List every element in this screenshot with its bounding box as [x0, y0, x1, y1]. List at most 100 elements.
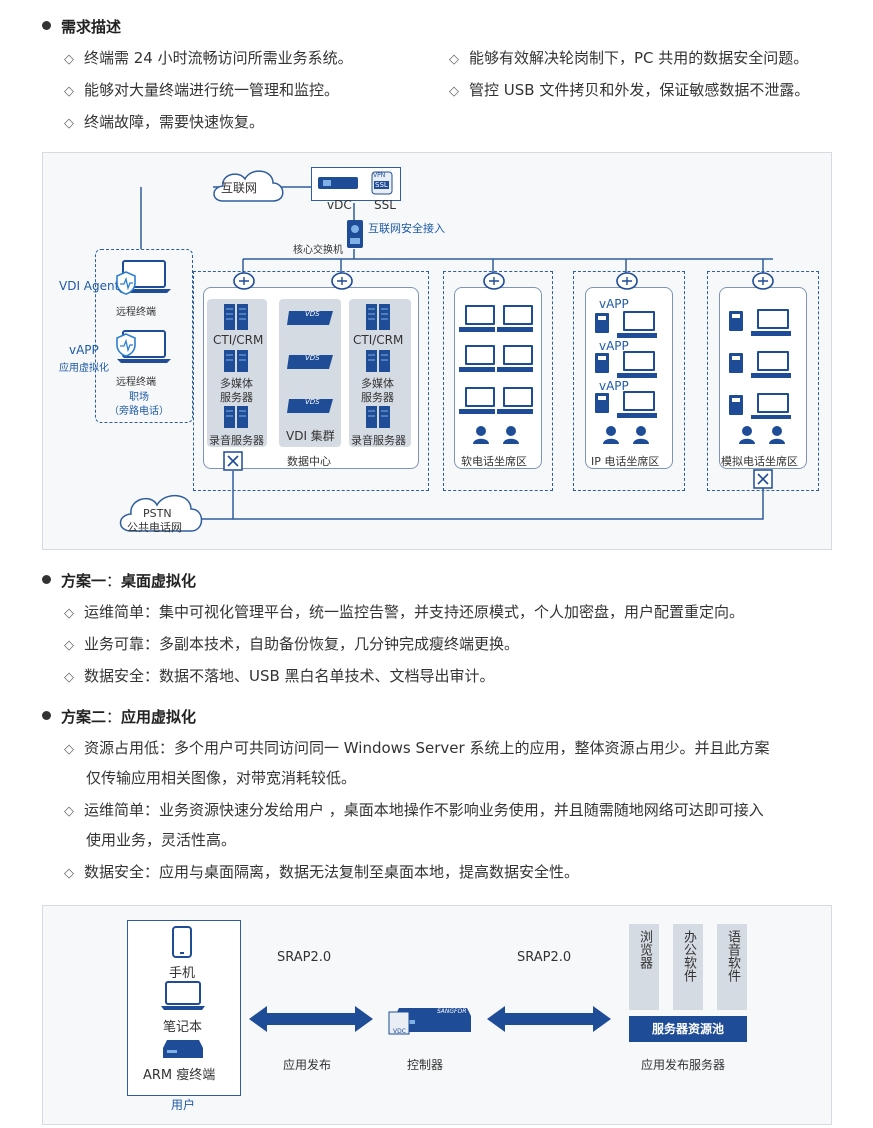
server-rack-icon — [366, 304, 390, 330]
plan2-item: ◇资源占用低：多个用户可共同访问同一 Windows Server 系统上的应用… — [64, 737, 769, 758]
server-rack-icon — [224, 304, 248, 330]
shield-icon — [116, 271, 136, 295]
plan1-label: 方案一 — [61, 572, 107, 590]
plan1-item-text: 业务可靠：多副本技术，自助备份恢复，几分钟完成瘦终端更换。 — [84, 635, 520, 653]
bullet-dot — [42, 21, 51, 30]
ip-phone-zone-label: IP 电话坐席区 — [591, 455, 660, 468]
diamond-icon: ◇ — [64, 742, 74, 757]
router-icon — [331, 272, 353, 290]
vpn-tag: VPN — [373, 172, 386, 179]
controller-device-icon — [388, 1008, 471, 1035]
app-server-label: 应用发布服务器 — [641, 1058, 726, 1072]
requirement-item: ◇终端需 24 小时流畅访问所需业务系统。 — [64, 47, 353, 68]
network-diagram-panel: 互联网 VPN SSL vDC SSL 互联网安全接入 核心交换机 VDI Ag… — [42, 152, 832, 550]
recording-server-label: 录音服务器 — [351, 434, 406, 447]
core-switch-label: 核心交换机 — [293, 245, 343, 256]
vdc-tag: VDC — [393, 1028, 406, 1035]
ssl-tag: SSL — [374, 181, 389, 189]
ip-phone-pc-icons — [595, 311, 657, 418]
internet-label: 互联网 — [221, 181, 258, 195]
agent-headset-icons — [603, 426, 649, 444]
vapp-label: vAPP — [599, 297, 629, 311]
vds-tag: VDS — [305, 354, 320, 362]
requirement-item: ◇ 能够对大量终端进行统一管理和监控。 — [64, 79, 339, 100]
vdi-cluster-label: VDI 集群 — [286, 429, 335, 443]
diamond-icon: ◇ — [64, 804, 74, 819]
agent-headset-icons — [473, 426, 519, 444]
srap-right-label: SRAP2.0 — [517, 950, 572, 965]
vds-server-icon — [287, 355, 333, 369]
server-rack-icon — [224, 406, 248, 428]
vapp-label: vAPP — [599, 339, 629, 353]
desktop-pc-icons — [459, 305, 533, 414]
app-delivery-diagram-panel: 手机 笔记本 ARM 瘦终端 用户 SRAP2.0 应用发布 SANGFOR V… — [42, 905, 832, 1125]
vdc-label: vDC — [327, 198, 352, 212]
app-virtualization-label: 应用虚拟化 — [59, 363, 109, 374]
server-rack-icon — [224, 350, 248, 372]
laptop-icon — [161, 981, 205, 1010]
bullet-dot — [42, 575, 51, 584]
plan2-separator: ： — [106, 708, 122, 726]
vdc-device-icon — [318, 177, 358, 189]
requirements-heading: 需求描述 — [42, 16, 121, 37]
plan1-item: ◇业务可靠：多副本技术，自助备份恢复，几分钟完成瘦终端更换。 — [64, 633, 519, 654]
data-center-group — [193, 271, 429, 491]
diamond-icon: ◇ — [64, 670, 74, 685]
analog-phone-pc-icons — [729, 309, 791, 419]
analog-phone-zone-group — [707, 271, 819, 491]
diamond-icon: ◇ — [449, 52, 459, 67]
plan2-item-text: 运维简单：业务资源快速分发给用户 ，桌面本地操作不影响业务使用，并且随需随地网络… — [84, 801, 764, 819]
thin-client-icon — [163, 1040, 203, 1058]
cloud-icon — [213, 170, 284, 202]
workplace-label: 职场 — [129, 392, 149, 403]
ip-phone-zone-group — [573, 271, 685, 491]
router-icon — [233, 272, 255, 290]
plan2-heading: 方案二：应用虚拟化 — [42, 706, 196, 727]
vdi-agent-label: VDI Agent — [59, 279, 120, 293]
vds-tag: VDS — [305, 310, 320, 318]
plan1-item-text: 数据安全：数据不落地、USB 黑白名单技术、文档导出审计。 — [84, 667, 495, 685]
data-center-label: 数据中心 — [287, 455, 331, 468]
server-rack-icon — [366, 406, 390, 428]
server-label: 服务器 — [220, 391, 253, 404]
pstn-name-label: 公共电话网 — [127, 521, 182, 534]
server-resource-pool: 服务器资源池 — [629, 1016, 747, 1042]
vds-tag: VDS — [305, 398, 320, 406]
cti-crm-label: CTI/CRM — [213, 333, 264, 347]
diamond-icon: ◇ — [64, 866, 74, 881]
recording-server-label: 录音服务器 — [209, 434, 264, 447]
ssl-label: SSL — [374, 198, 396, 212]
vds-server-icon — [287, 399, 333, 413]
diamond-icon: ◇ — [64, 84, 74, 99]
plan2-item-continuation: 使用业务，灵活性高。 — [86, 831, 237, 849]
requirement-item: ◇能够有效解决轮岗制下，PC 共用的数据安全问题。 — [449, 47, 808, 68]
switch-icon — [753, 469, 773, 489]
plan1-heading: 方案一：桌面虚拟化 — [42, 570, 196, 591]
requirements-title: 需求描述 — [61, 18, 122, 36]
requirement-text: 能够对大量终端进行统一管理和监控。 — [84, 81, 340, 99]
arm-terminal-label: ARM 瘦终端 — [143, 1068, 216, 1083]
pstn-cloud-icon — [119, 495, 203, 532]
plan1-item-text: 运维简单：集中可视化管理平台，统一监控告警，并支持还原模式，个人加密盘，用户配置… — [84, 603, 745, 621]
office-software-box: 办公软件 — [673, 924, 703, 1010]
phone-label: 手机 — [169, 966, 196, 981]
controller-label: 控制器 — [407, 1058, 444, 1072]
diamond-icon: ◇ — [64, 116, 74, 131]
multimedia-label: 多媒体 — [220, 377, 253, 390]
requirement-item: ◇管控 USB 文件拷贝和外发，保证敏感数据不泄露。 — [449, 79, 809, 100]
plan1-item: ◇ 运维简单：集中可视化管理平台，统一监控告警，并支持还原模式，个人加密盘，用户配… — [64, 601, 744, 622]
plan2-item-text: 数据安全：应用与桌面隔离，数据无法复制至桌面本地，提高数据安全性。 — [84, 863, 580, 881]
plan1-separator: ： — [106, 572, 122, 590]
multimedia-label: 多媒体 — [361, 377, 394, 390]
sangfor-tag: SANGFOR — [437, 1008, 467, 1015]
remote-terminal-label: 远程终端 — [116, 307, 156, 318]
plan2-item: ◇ 数据安全：应用与桌面隔离，数据无法复制至桌面本地，提高数据安全性。 — [64, 861, 579, 882]
diamond-icon: ◇ — [449, 84, 459, 99]
softphone-zone-group — [443, 271, 553, 491]
plan1-item: ◇ 数据安全：数据不落地、USB 黑白名单技术、文档导出审计。 — [64, 665, 495, 686]
plan2-label: 方案二 — [61, 708, 107, 726]
shield-icon — [116, 333, 136, 357]
requirement-item: ◇终端故障，需要快速恢复。 — [64, 111, 264, 132]
analog-phone-zone-label: 模拟电话坐席区 — [721, 455, 798, 468]
diamond-icon: ◇ — [64, 606, 74, 621]
